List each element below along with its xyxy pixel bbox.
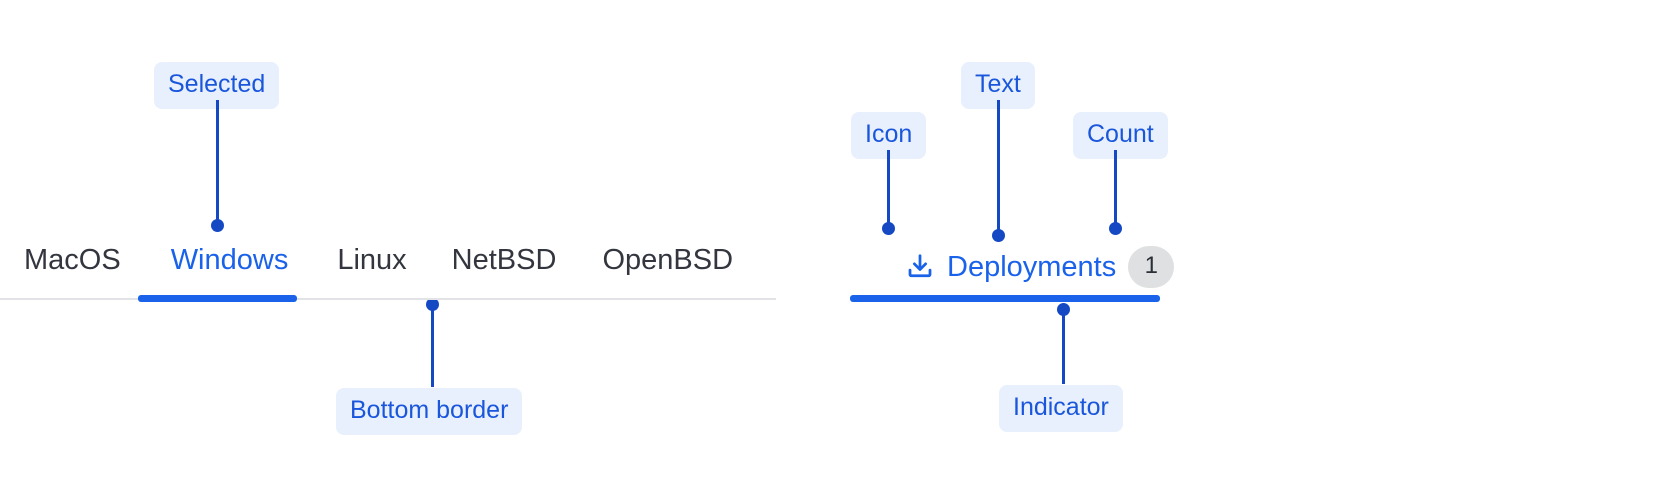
callout-dot-icon <box>882 222 895 235</box>
tab-macos-label: MacOS <box>24 244 121 276</box>
tabbar-os-divider <box>0 298 776 300</box>
callout-line-icon <box>887 150 890 228</box>
callout-line-selected <box>216 100 219 225</box>
callout-dot-count <box>1109 222 1122 235</box>
tab-deployments[interactable]: Deployments 1 <box>905 246 1175 288</box>
tab-macos[interactable]: MacOS <box>24 246 121 275</box>
callout-line-indicator <box>1062 309 1065 384</box>
tab-linux-label: Linux <box>337 244 407 276</box>
callout-label-indicator: Indicator <box>999 385 1123 432</box>
tab-list-os: MacOS Windows Linux NetBSD OpenBSD <box>0 246 733 275</box>
callout-line-text <box>997 100 1000 235</box>
callout-dot-text <box>992 229 1005 242</box>
tab-deployments-indicator <box>850 295 1160 302</box>
callout-label-count: Count <box>1073 112 1168 159</box>
tab-windows-indicator <box>138 295 297 302</box>
tab-openbsd[interactable]: OpenBSD <box>602 246 733 275</box>
tab-deployments-label: Deployments <box>947 250 1117 283</box>
tabbar-deployments: Deployments 1 <box>850 246 1240 302</box>
tabbar-os: MacOS Windows Linux NetBSD OpenBSD <box>0 246 776 302</box>
tab-windows[interactable]: Windows <box>171 246 289 275</box>
callout-label-icon: Icon <box>851 112 927 159</box>
tab-deployments-count-badge: 1 <box>1128 246 1175 288</box>
tab-netbsd[interactable]: NetBSD <box>452 246 557 275</box>
download-icon <box>905 252 935 282</box>
callout-dot-bottom-border <box>426 298 439 311</box>
tab-openbsd-label: OpenBSD <box>602 244 734 276</box>
tab-linux[interactable]: Linux <box>337 246 406 275</box>
tab-windows-label: Windows <box>170 244 289 276</box>
callout-dot-selected <box>211 219 224 232</box>
callout-line-bottom-border <box>431 305 434 387</box>
tab-netbsd-label: NetBSD <box>451 244 557 276</box>
callout-line-count <box>1114 150 1117 228</box>
callout-label-bottom-border: Bottom border <box>336 388 523 435</box>
